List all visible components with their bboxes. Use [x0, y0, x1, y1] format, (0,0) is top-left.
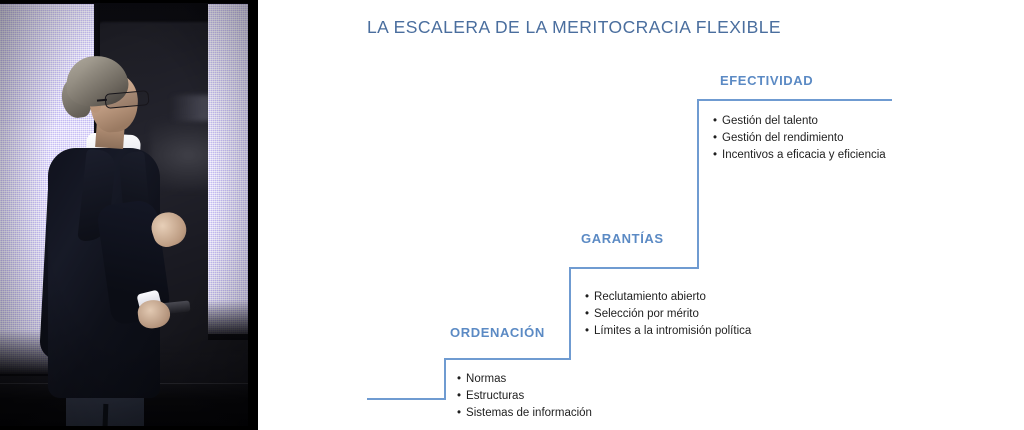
step-heading-ordenacion: ORDENACIÓN — [450, 325, 545, 340]
slide-title: LA ESCALERA DE LA MERITOCRACIA FLEXIBLE — [367, 17, 782, 37]
bullet-item: Selección por mérito — [585, 306, 751, 323]
speaker-figure — [30, 52, 210, 430]
bullet-item: Sistemas de información — [457, 405, 592, 422]
step-heading-efectividad: EFECTIVIDAD — [720, 73, 814, 88]
video-top-letterbox — [0, 0, 258, 3]
bullet-item: Gestión del talento — [713, 113, 886, 130]
staircase-line — [367, 99, 892, 400]
led-wall-right-fade — [208, 300, 248, 340]
bullet-item: Estructuras — [457, 388, 592, 405]
led-wall-right — [208, 4, 248, 334]
staircase-diagram — [367, 99, 892, 400]
step-bullets-garantias: Reclutamiento abierto Selección por méri… — [585, 289, 751, 339]
step-heading-garantias: GARANTÍAS — [581, 231, 664, 246]
step-bullets-efectividad: Gestión del talento Gestión del rendimie… — [713, 113, 886, 163]
video-bottom-letterbox — [0, 426, 258, 430]
speaker-video-panel — [0, 0, 258, 430]
slide-panel: LA ESCALERA DE LA MERITOCRACIA FLEXIBLE … — [258, 0, 1024, 430]
bullet-item: Incentivos a eficacia y eficiencia — [713, 147, 886, 164]
bullet-item: Gestión del rendimiento — [713, 130, 886, 147]
speaker-glasses — [104, 90, 150, 109]
bullet-item: Límites a la intromisión política — [585, 323, 751, 340]
bullet-item: Reclutamiento abierto — [585, 289, 751, 306]
video-right-edge — [248, 0, 258, 430]
bullet-item: Normas — [457, 371, 592, 388]
step-bullets-ordenacion: Normas Estructuras Sistemas de informaci… — [457, 371, 592, 421]
